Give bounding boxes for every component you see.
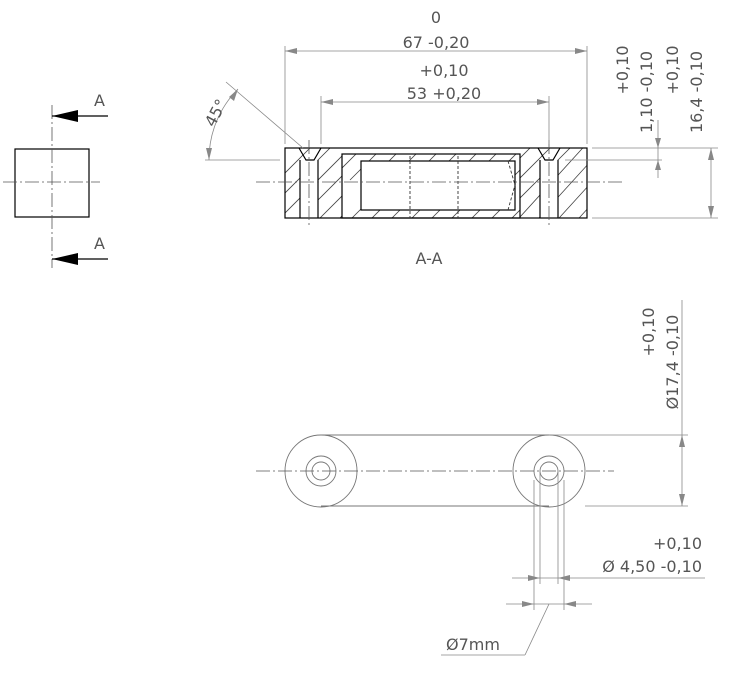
- dimension-angle-value: 45°: [201, 96, 231, 130]
- top-view: +0,10 Ø17,4 -0,10 +0,10 Ø 4,50 -0,10 Ø7m…: [256, 300, 705, 656]
- dimension-counterbore-depth-upper: +0,10: [613, 45, 632, 94]
- section-cavity: [361, 161, 515, 210]
- dimension-height-upper: +0,10: [663, 45, 682, 94]
- section-label-bottom: A: [94, 234, 105, 253]
- dimension-hole-diameter-value: Ø 4,50 -0,10: [602, 557, 702, 576]
- dimension-counterbore-depth-value: 1,10 -0,10: [637, 51, 656, 133]
- dimension-counterbore-diameter-value: Ø7mm: [446, 635, 500, 654]
- cutting-plane-arrow-top-head: [52, 110, 78, 122]
- dimension-overall-length-upper: 0: [431, 8, 441, 27]
- dimension-boss-diameter-upper: +0,10: [639, 307, 658, 356]
- section-counterbore-left: [298, 147, 322, 161]
- cutting-plane-arrow-bottom-head: [52, 253, 78, 265]
- section-label-top: A: [94, 91, 105, 110]
- dimension-boss-diameter-value: Ø17,4 -0,10: [663, 315, 682, 410]
- section-view: 0 67 -0,20 +0,10 53 +0,20 45° +0,10 1,10…: [201, 8, 718, 268]
- dimension-overall-length-value: 67 -0,20: [403, 33, 470, 52]
- dimension-height-value: 16,4 -0,10: [687, 51, 706, 133]
- section-pocket: [341, 153, 521, 219]
- dimension-hole-spacing-upper: +0,10: [419, 61, 468, 80]
- section-counterbore-right: [537, 147, 561, 161]
- dimension-hole-spacing-value: 53 +0,20: [407, 84, 481, 103]
- section-view-label: A-A: [416, 249, 443, 268]
- side-view: A A: [3, 91, 108, 268]
- dimension-hole-diameter-upper: +0,10: [653, 534, 702, 553]
- section-hatch-center: [342, 154, 520, 218]
- section-hatch-right: [520, 148, 587, 218]
